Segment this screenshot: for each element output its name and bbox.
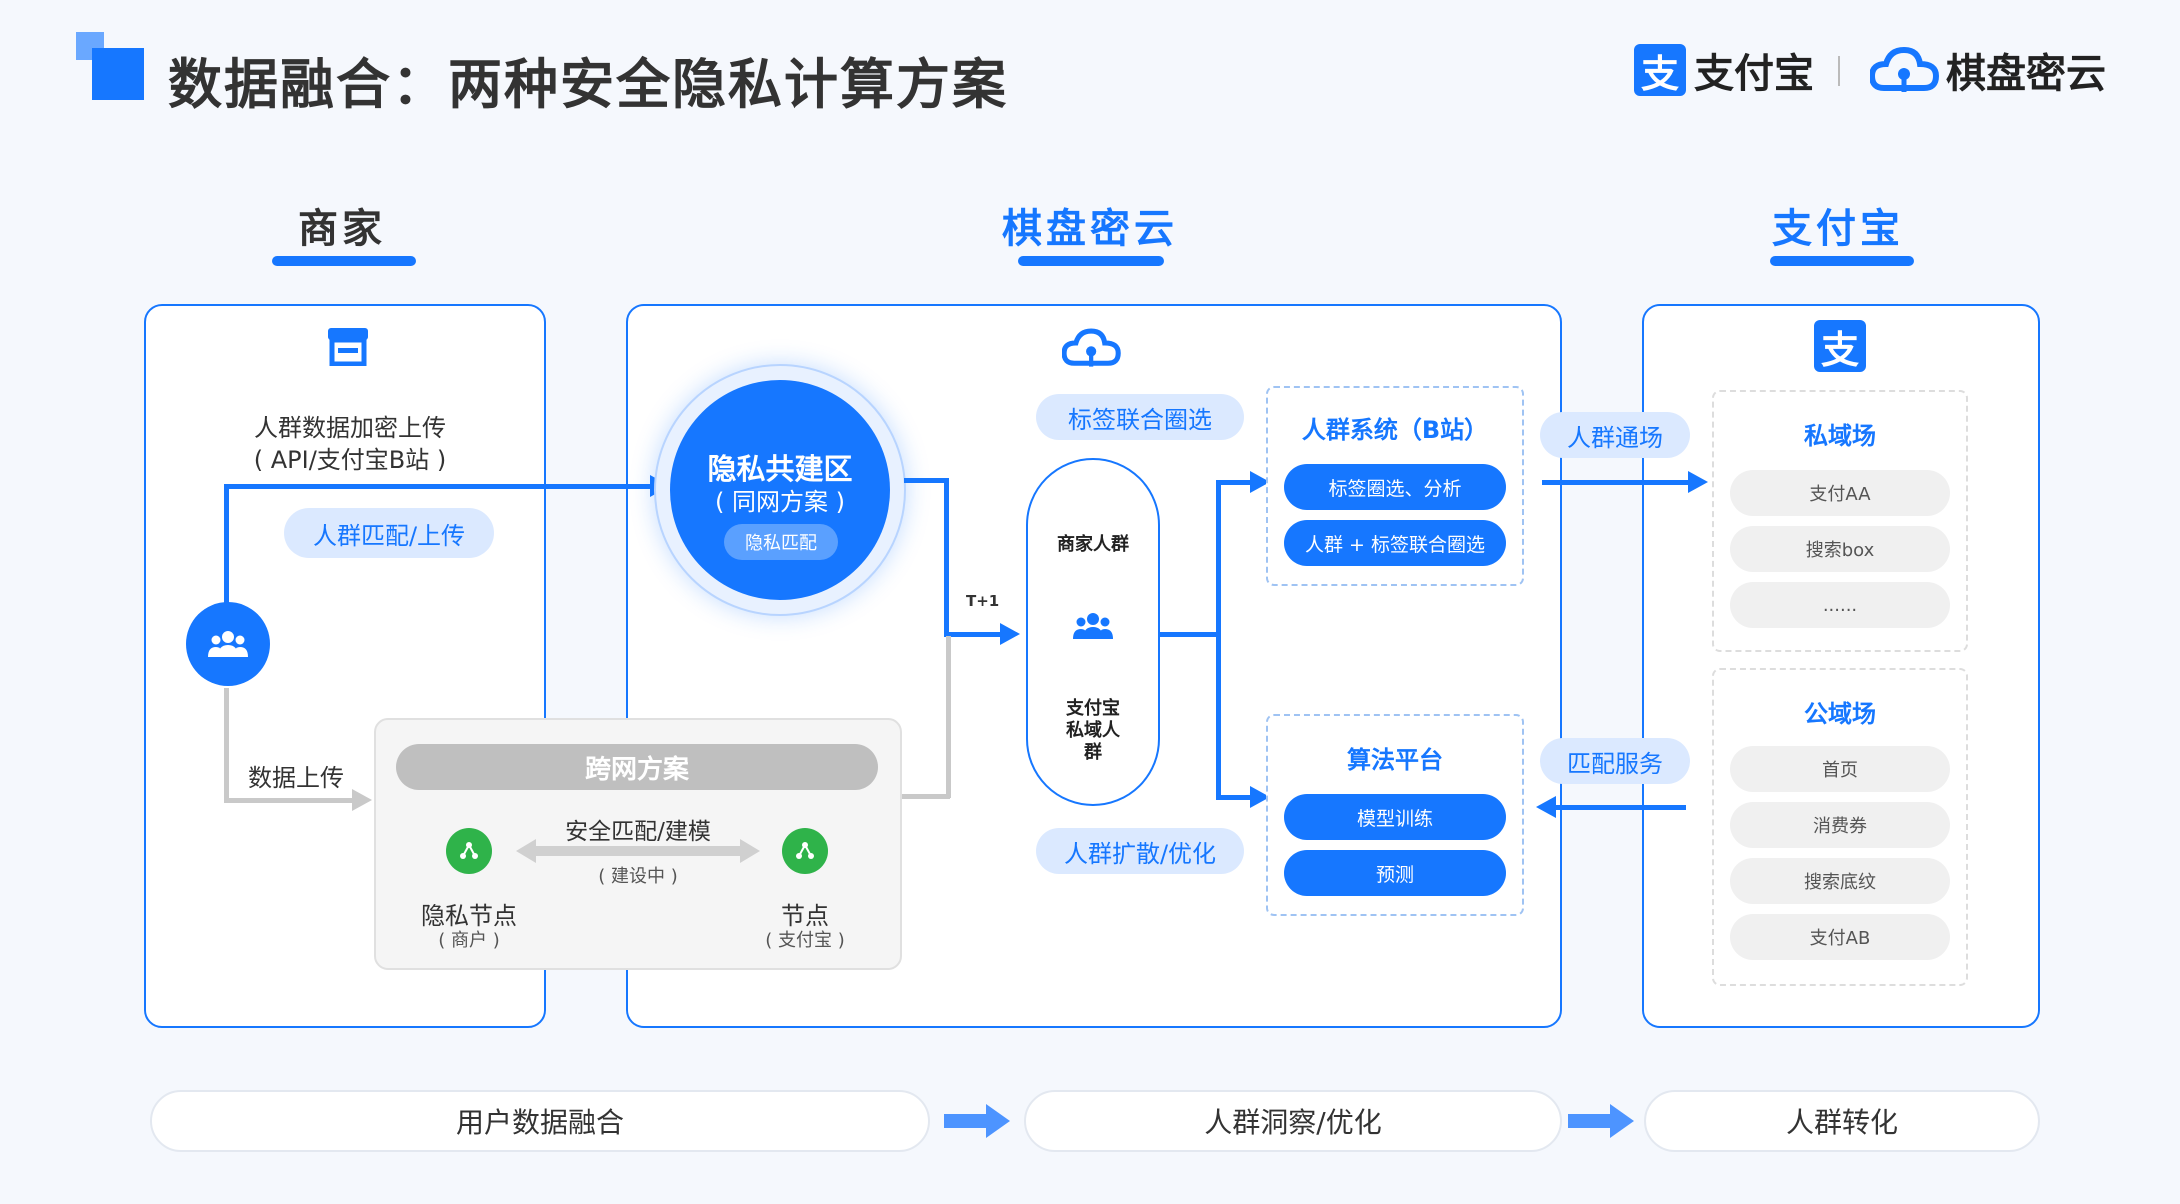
alipay-brand: 支 支付宝 xyxy=(1634,40,1814,100)
capsule-bottom-label: 支付宝私域人群 xyxy=(1066,698,1120,763)
page-title: 数据融合：两种安全隐私计算方案 xyxy=(168,53,1008,116)
alipay-logo-icon: 支 xyxy=(1814,320,1866,372)
alipay-logo-icon: 支 xyxy=(1634,44,1686,96)
connector-line xyxy=(224,484,229,614)
step-crowd-conversion: 人群转化 xyxy=(1644,1090,2040,1152)
network-icon xyxy=(796,842,814,859)
cross-net-title: 跨网方案 xyxy=(396,744,878,790)
alipay-node-icon xyxy=(782,828,828,874)
public-field-item[interactable]: 支付AB xyxy=(1730,914,1950,960)
tag-joint-pill: 标签联合圈选 xyxy=(1036,394,1244,440)
store-icon xyxy=(328,328,368,366)
logo-square-large xyxy=(92,48,144,100)
privacy-zone-subtitle: ( 同网方案 ) xyxy=(715,488,845,516)
connector-line xyxy=(902,794,950,799)
match-service-pill: 匹配服务 xyxy=(1540,738,1690,784)
private-field-item[interactable]: ...... xyxy=(1730,582,1950,628)
merchant-crowd-node xyxy=(186,602,270,686)
connector-line xyxy=(224,484,654,489)
arrow-right-icon xyxy=(1688,471,1708,493)
upload-label-line2: ( API/支付宝B站 ) xyxy=(253,446,447,474)
network-icon xyxy=(460,842,478,859)
people-icon xyxy=(208,631,248,657)
connector-line xyxy=(1158,632,1220,637)
column-title-qipan: 棋盘密云 xyxy=(1002,206,1178,252)
connector-line xyxy=(1542,480,1692,485)
crowd-pass-pill: 人群通场 xyxy=(1540,412,1690,458)
arrow-right-icon xyxy=(1250,471,1270,493)
column-title-merchant: 商家 xyxy=(298,206,386,252)
right-node-sub: ( 支付宝 ) xyxy=(765,930,845,951)
step-arrow-icon xyxy=(944,1104,1010,1138)
crowd-tag-select-button[interactable]: 人群 + 标签联合圈选 xyxy=(1284,520,1506,566)
crowd-expand-pill: 人群扩散/优化 xyxy=(1036,828,1244,874)
algo-platform-title: 算法平台 xyxy=(1347,746,1443,774)
qipan-brand-name: 棋盘密云 xyxy=(1946,51,2106,97)
left-node-sub: ( 商户 ) xyxy=(438,930,500,951)
column-bar-alipay xyxy=(1770,256,1914,266)
step-crowd-insight: 人群洞察/优化 xyxy=(1024,1090,1562,1152)
public-field-item[interactable]: 消费券 xyxy=(1730,802,1950,848)
arrow-left-icon xyxy=(1536,796,1556,818)
t-plus-1-label: T+1 xyxy=(966,592,1000,610)
double-arrow-icon xyxy=(516,839,760,863)
column-title-alipay: 支付宝 xyxy=(1772,206,1904,252)
public-field-title: 公域场 xyxy=(1804,700,1876,728)
connector-line xyxy=(946,636,951,798)
connector-line xyxy=(224,688,229,802)
privacy-zone-circle xyxy=(670,380,890,600)
public-field-item[interactable]: 首页 xyxy=(1730,746,1950,792)
brand-divider xyxy=(1838,56,1840,86)
privacy-node-icon xyxy=(446,828,492,874)
connector-line xyxy=(1216,480,1221,800)
arrow-right-icon xyxy=(1250,786,1270,808)
cloud-icon xyxy=(1062,328,1121,367)
building-label: ( 建设中 ) xyxy=(598,866,678,887)
match-upload-pill: 人群匹配/上传 xyxy=(284,508,494,558)
step-data-fusion: 用户数据融合 xyxy=(150,1090,930,1152)
column-bar-qipan xyxy=(1018,256,1164,266)
privacy-zone-title: 隐私共建区 xyxy=(707,452,853,486)
public-field-item[interactable]: 搜索底纹 xyxy=(1730,858,1950,904)
privacy-match-tag: 隐私匹配 xyxy=(724,524,838,560)
step-arrow-icon xyxy=(1568,1104,1634,1138)
connector-line xyxy=(224,798,354,803)
model-train-button[interactable]: 模型训练 xyxy=(1284,794,1506,840)
connector-line xyxy=(944,632,1006,637)
arrow-right-icon xyxy=(1000,623,1020,645)
tag-select-button[interactable]: 标签圈选、分析 xyxy=(1284,464,1506,510)
upload-label-line1: 人群数据加密上传 xyxy=(254,414,446,442)
left-node-label: 隐私节点 xyxy=(421,902,517,930)
private-field-item[interactable]: 搜索box xyxy=(1730,526,1950,572)
private-field-item[interactable]: 支付AA xyxy=(1730,470,1950,516)
predict-button[interactable]: 预测 xyxy=(1284,850,1506,896)
column-bar-merchant xyxy=(272,256,416,266)
data-upload-label: 数据上传 xyxy=(248,764,344,792)
arrow-right-icon xyxy=(352,789,372,811)
alipay-brand-name: 支付宝 xyxy=(1694,51,1814,97)
connector-line xyxy=(944,478,949,636)
connector-line xyxy=(904,478,948,483)
secure-match-label: 安全匹配/建模 xyxy=(565,819,711,845)
qipan-cloud-icon xyxy=(1870,46,1940,92)
qipan-brand: 棋盘密云 xyxy=(1870,40,2106,100)
crowd-system-title: 人群系统（B站） xyxy=(1301,416,1489,444)
connector-line xyxy=(1216,795,1254,800)
connector-line xyxy=(1554,805,1686,810)
people-icon xyxy=(1073,613,1113,639)
capsule-top-label: 商家人群 xyxy=(1057,534,1129,555)
connector-line xyxy=(1216,480,1254,485)
private-field-title: 私域场 xyxy=(1804,422,1876,450)
right-node-label: 节点 xyxy=(781,902,829,930)
